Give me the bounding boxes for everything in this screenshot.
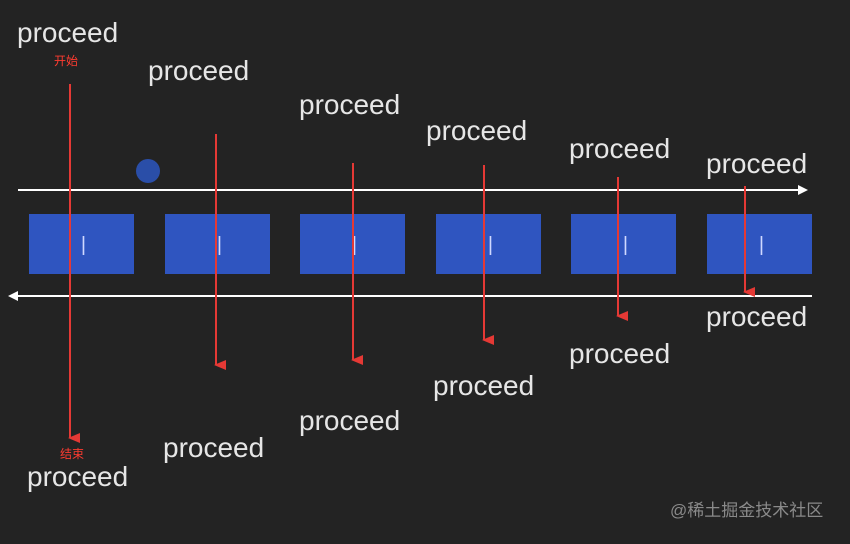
block-label: | [81, 234, 86, 256]
block-2: | [165, 214, 270, 274]
block-label: | [217, 234, 222, 256]
watermark-text: @稀土掘金技术社区 [670, 501, 823, 520]
block-1: | [29, 214, 134, 274]
top-label-3: proceed [299, 89, 400, 120]
bottom-label-4: proceed [433, 370, 534, 401]
block-6: | [707, 214, 812, 274]
top-label-4: proceed [426, 115, 527, 146]
bottom-label-5: proceed [569, 338, 670, 369]
end-label: 结束 [60, 447, 84, 461]
block-rect [571, 214, 676, 274]
top-label-5: proceed [569, 133, 670, 164]
top-label-6: proceed [706, 148, 807, 179]
block-rect [707, 214, 812, 274]
top-label-2: proceed [148, 55, 249, 86]
block-rect [436, 214, 541, 274]
top-label-1: proceed [17, 17, 118, 48]
bottom-label-3: proceed [299, 405, 400, 436]
block-label: | [352, 234, 357, 256]
boxes-layer: | | | | | | [29, 214, 812, 274]
cursor-dot [136, 159, 160, 183]
block-5: | [571, 214, 676, 274]
red-arrows-layer [68, 84, 755, 443]
block-label: | [759, 234, 764, 256]
block-4: | [436, 214, 541, 274]
block-label: | [623, 234, 628, 256]
block-label: | [488, 234, 493, 256]
bottom-label-6: proceed [706, 301, 807, 332]
block-rect [29, 214, 134, 274]
start-label: 开始 [54, 54, 78, 68]
bottom-label-1: proceed [27, 461, 128, 492]
bottom-label-2: proceed [163, 432, 264, 463]
labels-layer: proceed proceed proceed proceed proceed proce… [17, 17, 807, 492]
block-rect [165, 214, 270, 274]
